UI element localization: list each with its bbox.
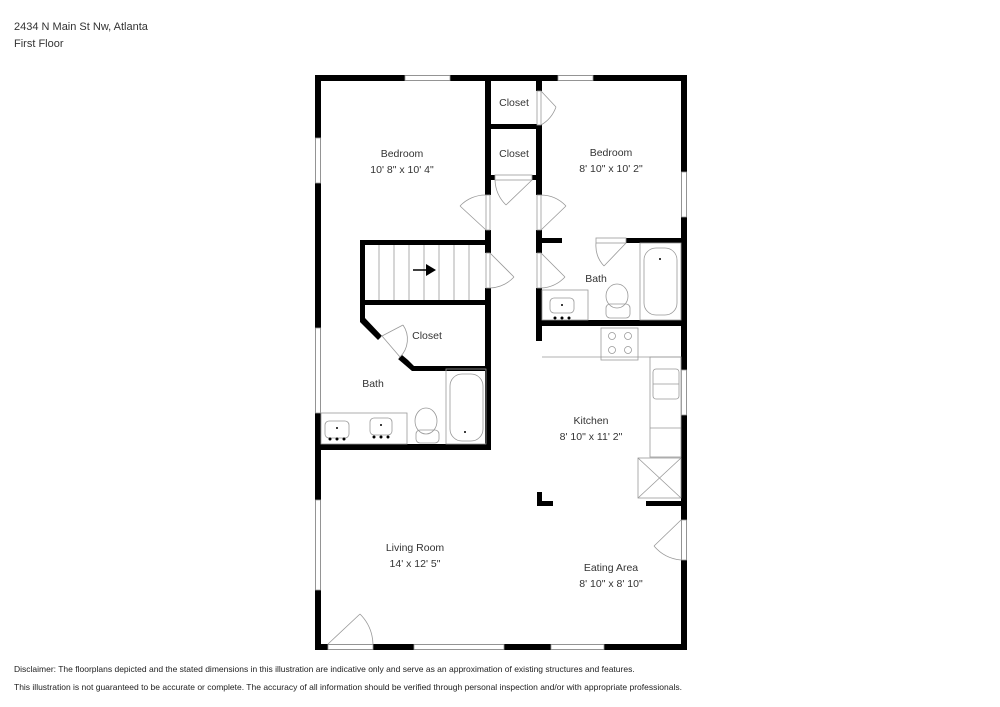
bathtub-icon — [643, 247, 678, 316]
room-name: Living Room — [386, 542, 445, 554]
bathtub-icon — [449, 373, 484, 442]
room-name: Bedroom — [590, 147, 633, 159]
room-name: Bath — [362, 378, 384, 390]
window — [404, 75, 451, 81]
room-labels: Bedroom 10' 8" x 10' 4" Bedroom 8' 10" x… — [362, 97, 643, 590]
window — [315, 499, 321, 591]
room-dims: 8' 10" x 11' 2" — [560, 431, 623, 443]
window — [315, 327, 321, 414]
side-door-threshold — [681, 519, 687, 561]
sink-icon — [324, 420, 350, 439]
window — [681, 171, 687, 218]
disclaimer-line-1: Disclaimer: The floorplans depicted and … — [14, 664, 635, 674]
stairs — [378, 245, 470, 300]
arrow-right-icon — [413, 264, 436, 276]
floor-label: First Floor — [14, 38, 64, 50]
window — [413, 644, 505, 650]
vanity — [320, 412, 408, 445]
room-name: Kitchen — [573, 415, 608, 427]
room-name: Bath — [585, 273, 607, 285]
room-name: Eating Area — [584, 562, 638, 574]
window — [550, 644, 605, 650]
disclaimer-line-2: This illustration is not guaranteed to b… — [14, 682, 682, 692]
toilet-icon — [605, 283, 631, 319]
room-dims: 8' 10" x 8' 10" — [579, 578, 643, 590]
room-name: Closet — [412, 330, 442, 342]
bathtub-frame — [445, 368, 487, 445]
window — [557, 75, 594, 81]
window — [315, 137, 321, 184]
entry-door-threshold — [327, 644, 374, 650]
room-dims: 8' 10" x 10' 2" — [579, 163, 643, 175]
refrigerator-icon — [637, 457, 682, 499]
room-dims: 14' x 12' 5" — [390, 558, 441, 570]
stove-icon — [600, 327, 639, 361]
room-name: Bedroom — [381, 148, 424, 160]
fixture-dots — [328, 258, 661, 441]
doors — [327, 90, 682, 645]
sink-icon — [369, 417, 393, 436]
fixtures — [320, 242, 682, 499]
room-name: Closet — [499, 97, 529, 109]
room-dims: 10' 8" x 10' 4" — [370, 164, 434, 176]
window — [681, 369, 687, 416]
windows — [315, 75, 687, 650]
toilet-icon — [414, 407, 440, 444]
bathtub-frame — [639, 242, 682, 321]
counter — [649, 356, 682, 458]
property-address: 2434 N Main St Nw, Atlanta — [14, 21, 148, 33]
sink-icon — [549, 297, 575, 314]
vanity — [541, 289, 589, 321]
room-name: Closet — [499, 148, 529, 160]
interior-walls — [315, 75, 687, 506]
